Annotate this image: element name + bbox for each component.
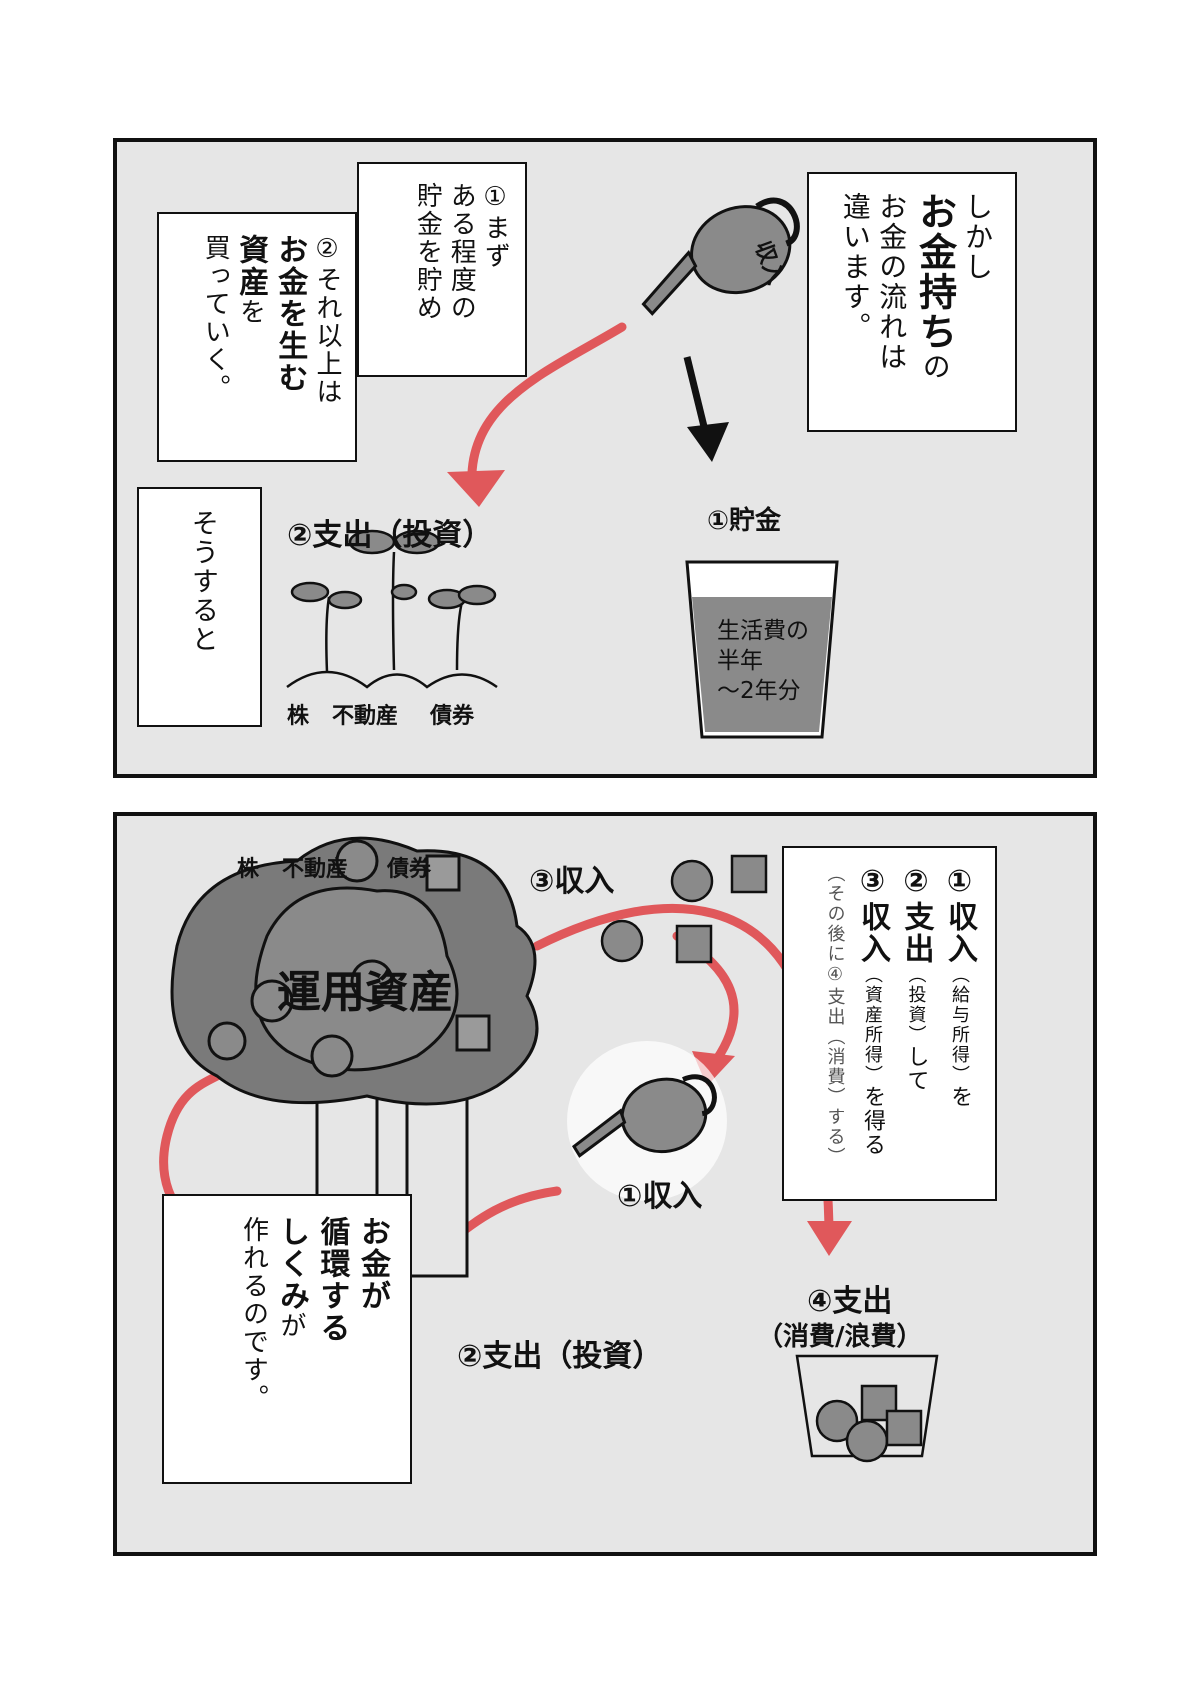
spend4-label-line1: ④支出 xyxy=(807,1284,893,1319)
watering-can-icon xyxy=(571,1074,717,1158)
cycle-col4: 作れるのです。 xyxy=(238,1216,269,1412)
cycle-col3: しくみ xyxy=(274,1216,309,1312)
apples-icon xyxy=(600,854,768,964)
basket-icon xyxy=(795,1354,939,1458)
down-arrowhead xyxy=(687,422,729,462)
flow-col2-note: （投資） xyxy=(905,965,927,1045)
caption-then: そうすると xyxy=(137,487,262,727)
flow-col2-rest: して xyxy=(903,1045,929,1093)
income3-label: ③収入 xyxy=(529,864,615,899)
cycle-col1: お金が xyxy=(355,1216,390,1312)
cycle-col3-rest: が xyxy=(276,1312,306,1340)
caption-flow: ①収入（給与所得）を ②支出（投資）して ③収入（資産所得）を得る （その後に④… xyxy=(782,846,997,1201)
flow-col3-note: （資産所得） xyxy=(862,965,883,1085)
tree-label-stock: 株 xyxy=(237,857,260,882)
caption-rich-flow: しかし お金持ちの お金の流れは 違います。 xyxy=(807,172,1017,432)
caption-then-text: そうすると xyxy=(187,509,218,654)
caption-line: 違います。 xyxy=(838,192,872,342)
caption-line: お金の流れは xyxy=(875,192,909,372)
caption-line: しかし xyxy=(961,192,994,282)
caption-bold-rich: お金持ち xyxy=(912,192,957,352)
flow-col2: ②支出 xyxy=(898,864,934,965)
asset-label-bonds: 債券 xyxy=(430,704,475,729)
red-arrow-invest xyxy=(467,322,627,492)
savings-glass-text: 生活費の 半年 〜2年分 xyxy=(717,617,809,707)
caption-steps-top: ①まず ある程度の 貯金を貯め xyxy=(357,162,527,377)
sprouts-icon xyxy=(286,529,498,689)
top-panel: しかし お金持ちの お金の流れは 違います。 ①まず ある程度の 貯金を貯め ②… xyxy=(113,138,1097,778)
glass-line: 生活費の xyxy=(717,618,809,644)
caption-line: 買っていく。 xyxy=(200,234,231,402)
flow-col3-rest: を得る xyxy=(860,1085,885,1157)
cycle-col2: 循環する xyxy=(314,1216,350,1344)
red-arrowhead-spend4 xyxy=(807,1221,852,1256)
caption-line: ある程度の xyxy=(446,182,477,322)
spend-invest-label: ②支出（投資） xyxy=(287,518,493,553)
red-arrowhead-invest xyxy=(447,470,505,507)
income1-label: ①収入 xyxy=(617,1179,703,1214)
savings-water xyxy=(692,597,832,732)
glass-line: 半年 xyxy=(717,647,763,674)
panel1-artwork xyxy=(286,197,839,739)
flow-col1: ①収入 xyxy=(942,864,977,965)
tree-label-bonds: 債券 xyxy=(387,857,432,882)
caption-steps-bottom: ②それ以上は お金を生む 資産を 買っていく。 xyxy=(157,212,357,462)
caption-cycle: お金が 循環する しくみが 作れるのです。 xyxy=(162,1194,412,1484)
caption-line: ①まず xyxy=(480,182,510,270)
caption-line: ②それ以上は xyxy=(312,234,342,406)
caption-bold-asset: お金を生む xyxy=(272,234,308,394)
caption-line: の xyxy=(918,352,952,382)
bottom-panel: 株 不動産 債券 運用資産 ③収入 ①収入 ②支出（投資） ④支出 （消費/浪費… xyxy=(113,812,1097,1556)
watering-can-icon xyxy=(641,197,800,316)
flow-col1-rest: を xyxy=(947,1085,972,1109)
glass-line: 〜2年分 xyxy=(717,677,801,704)
spend4-label-line2: （消費/浪費） xyxy=(757,1322,923,1352)
tree-title: 運用資産 xyxy=(277,967,453,1018)
flow-col3: ③収入 xyxy=(855,864,890,965)
tree-label-realestate: 不動産 xyxy=(282,857,349,882)
flow-col4: （その後に④支出（消費）する） xyxy=(824,864,846,1167)
spend2-label: ②支出（投資） xyxy=(457,1339,663,1374)
basket-apples-icon xyxy=(815,1384,923,1463)
flow-col1-note: （給与所得） xyxy=(949,965,970,1085)
caption-line: 貯金を貯め xyxy=(412,182,443,322)
asset-label-realestate: 不動産 xyxy=(332,704,399,729)
savings-label: ①貯金 xyxy=(707,506,782,536)
caption-line: を xyxy=(235,298,266,326)
red-arrowhead-can xyxy=(692,1051,735,1086)
caption-bold-asset2: 資産 xyxy=(233,234,269,298)
asset-label-stock: 株 xyxy=(287,704,310,729)
